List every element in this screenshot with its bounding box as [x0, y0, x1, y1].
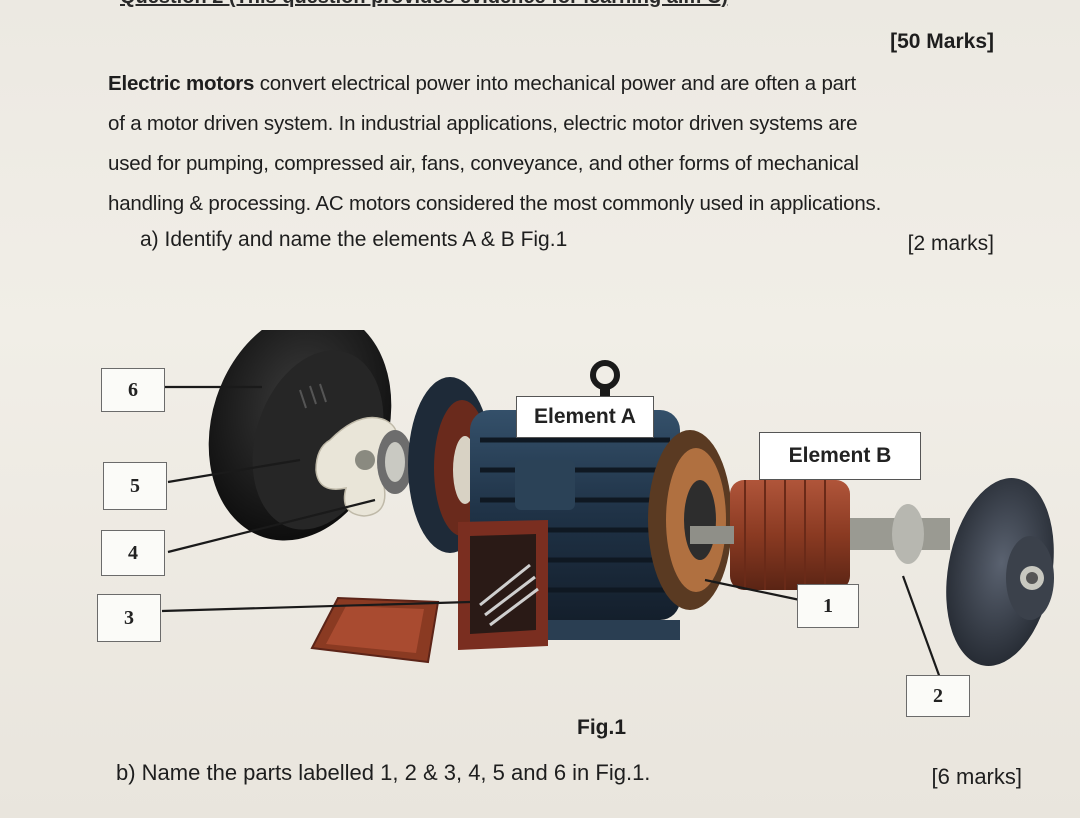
label-4: 4: [101, 530, 165, 576]
leader-3: [161, 600, 471, 613]
intro-line-4: handling & processing. AC motors conside…: [108, 192, 882, 215]
label-2: 2: [906, 675, 970, 717]
element-a-label: Element A: [516, 396, 654, 438]
leader-5: [167, 458, 301, 484]
intro-line-1: Electric motors convert electrical power…: [108, 64, 1008, 104]
leader-1: [704, 578, 801, 602]
leader-4: [167, 498, 376, 554]
terminal-box-part: [458, 520, 548, 650]
label-3: 3: [97, 594, 161, 642]
intro-line-1-rest: convert electrical power into mechanical…: [254, 72, 856, 95]
label-1: 1: [797, 584, 859, 628]
motor-illustration: [161, 330, 1054, 679]
intro-line-3: used for pumping, compressed air, fans, …: [108, 152, 859, 175]
label-5: 5: [103, 462, 167, 510]
question-b: b) Name the parts labelled 1, 2 & 3, 4, …: [116, 760, 651, 785]
rotor-part: [690, 480, 950, 590]
leader-2: [901, 575, 942, 679]
motor-figure: 6 5 4 3 1 2 Element A Element B: [0, 330, 1080, 717]
question-a-marks: [2 marks]: [907, 232, 994, 255]
question-b-marks: [6 marks]: [931, 764, 1022, 789]
bearing-part: [377, 430, 413, 494]
label-6: 6: [101, 368, 165, 412]
intro-bold-lead: Electric motors: [108, 72, 255, 95]
element-b-label: Element B: [759, 432, 921, 480]
stator-winding-part: [648, 430, 732, 610]
intro-line-2: of a motor driven system. In industrial …: [108, 112, 858, 135]
front-end-shield-part: [946, 478, 1054, 666]
cut-off-heading: Question 2 (This question provides evide…: [120, 0, 880, 8]
terminal-lid-part: [310, 596, 440, 664]
intro-paragraph: Electric motors convert electrical power…: [108, 64, 1008, 224]
figure-caption: Fig.1: [577, 716, 627, 739]
total-marks: [50 Marks]: [890, 30, 994, 53]
question-a: a) Identify and name the elements A & B …: [140, 228, 568, 251]
